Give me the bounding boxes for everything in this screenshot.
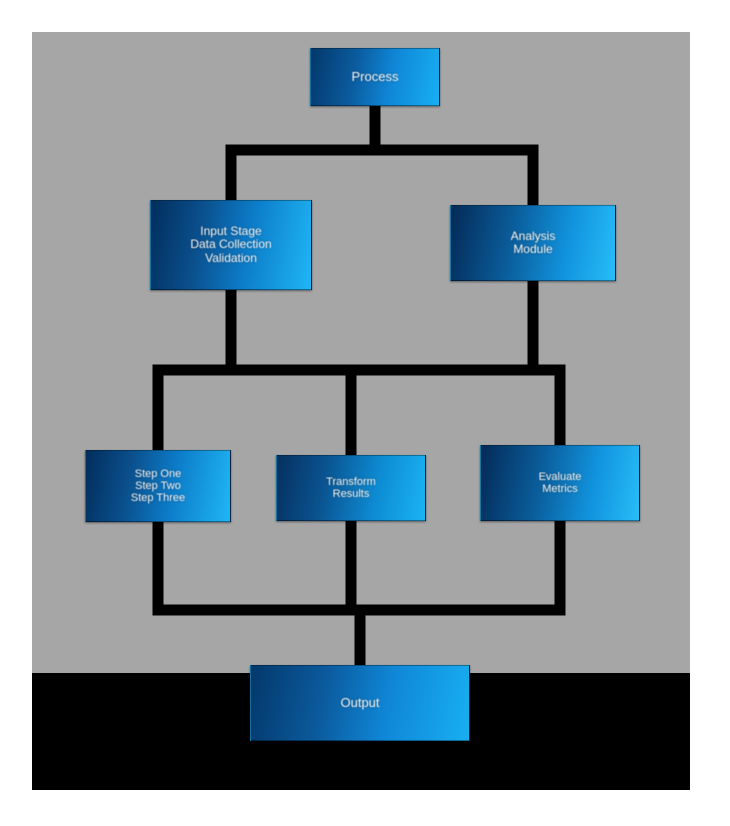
node-level3-c[interactable]: Evaluate Metrics [480, 445, 640, 521]
diagram-canvas [32, 32, 690, 673]
edge-l2a-to-l3-b [225, 290, 357, 455]
node-level2-b[interactable]: Analysis Module [450, 205, 616, 281]
node-level3-c-line-1: Evaluate [538, 470, 582, 483]
node-level2-b-line-2: Module [513, 243, 553, 256]
node-bottom[interactable]: Output [250, 665, 470, 741]
node-level2-a[interactable]: Input Stage Data Collection Validation [150, 200, 312, 290]
edge-l3a-to-bottom [152, 522, 366, 665]
node-level3-b[interactable]: Transform Results [276, 455, 426, 521]
node-level2-a-line-2: Data Collection [190, 238, 272, 252]
node-root[interactable]: Process [310, 48, 440, 106]
edge-l2b-to-l3-b [345, 281, 539, 455]
node-level3-c-line-2: Metrics [542, 483, 578, 495]
node-level2-a-line-1: Input Stage [200, 224, 262, 238]
edge-l3c-to-bottom [354, 521, 566, 665]
edge-root-to-l2-b [369, 106, 539, 205]
node-bottom-line-1: Output [340, 695, 380, 710]
node-level2-a-line-3: Validation [205, 251, 257, 265]
node-level3-b-line-1: Transform [326, 475, 376, 488]
node-level3-a[interactable]: Step One Step Two Step Three [85, 450, 231, 522]
edge-l2a-to-l3-a [152, 290, 237, 450]
edge-l2b-to-l3-c [527, 281, 566, 445]
node-level3-b-line-2: Results [332, 488, 370, 500]
node-root-line-1: Process [351, 69, 399, 84]
node-level3-a-line-3: Step Three [130, 492, 186, 505]
edge-root-to-l2-a [225, 106, 381, 200]
node-level3-a-line-2: Step Two [135, 479, 181, 492]
node-level2-b-line-1: Analysis [510, 229, 556, 243]
node-level3-a-line-1: Step One [134, 467, 182, 480]
